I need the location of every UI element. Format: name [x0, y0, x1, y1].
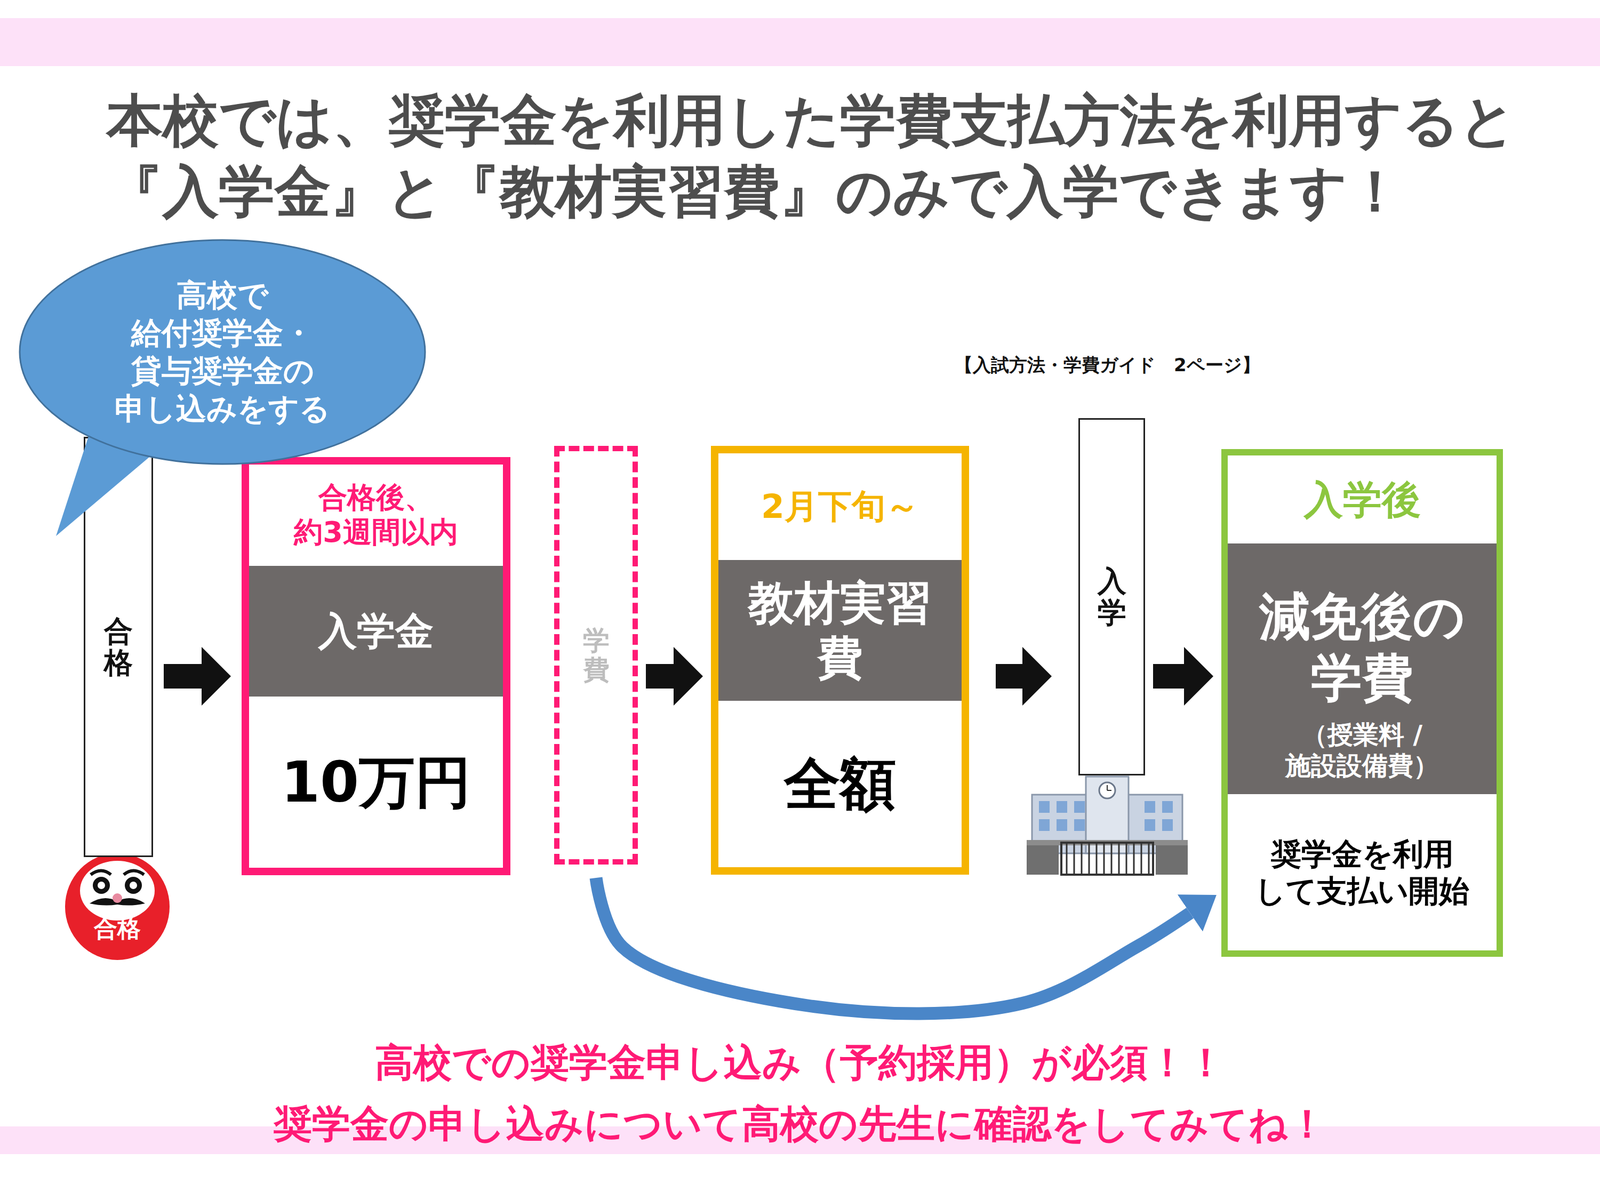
curved-arrow [596, 877, 1191, 1014]
guide-reference: 【入試方法・学費ガイド 2ページ】 [954, 353, 1328, 378]
daruma-label: 合格 [80, 913, 155, 945]
timing-label: 合格後、 約3週間以内 [249, 464, 503, 566]
title: 本校では、奨学金を利用した学費支払方法を利用すると 『入学金』と『教材実習費』の… [106, 85, 1520, 228]
deferred-box: 学費 [554, 445, 638, 865]
timing-label: 入学後 [1227, 455, 1497, 544]
fee-name: 入学金 [249, 565, 503, 697]
callout-text: 高校で 給付奨学金・ 貸与奨学金の 申し込みをする [97, 276, 348, 429]
flow-arrow [163, 664, 202, 689]
fee-box: 2月下旬～教材実習費全額 [710, 445, 970, 875]
flow-arrow [645, 664, 674, 689]
daruma-icon [65, 853, 170, 960]
step-label: 入学 [1097, 565, 1127, 629]
timing-label: 2月下旬～ [718, 453, 962, 560]
payment-note: 奨学金を利用 して支払い開始 [1227, 794, 1497, 951]
fee-box: 合格後、 約3週間以内入学金10万円 [241, 457, 511, 876]
caption: 高校での奨学金申し込み（予約採用）が必須！！ 奨学金の申し込みについて高校の先生… [26, 1032, 1574, 1155]
fee-amount: 10万円 [249, 696, 503, 868]
flow-arrow [995, 664, 1023, 689]
top-band [0, 18, 1600, 67]
fee-box: 入学後減免後の 学費（授業料 /施設設備費）奨学金を利用 して支払い開始 [1221, 449, 1503, 957]
fee-amount: 全額 [718, 700, 962, 868]
deferred-label: 学費 [582, 626, 610, 685]
step-label: 合格 [104, 615, 133, 679]
fee-name: 教材実習費 [718, 560, 962, 701]
speech-bubble: 高校で 給付奨学金・ 貸与奨学金の 申し込みをする [16, 237, 443, 542]
school-icon [1026, 776, 1188, 875]
fee-name: 減免後の 学費 [1227, 543, 1497, 715]
step-column: 入学 [1078, 418, 1146, 776]
flow-arrow [1153, 664, 1184, 689]
fee-detail: （授業料 /施設設備費） [1227, 714, 1497, 795]
